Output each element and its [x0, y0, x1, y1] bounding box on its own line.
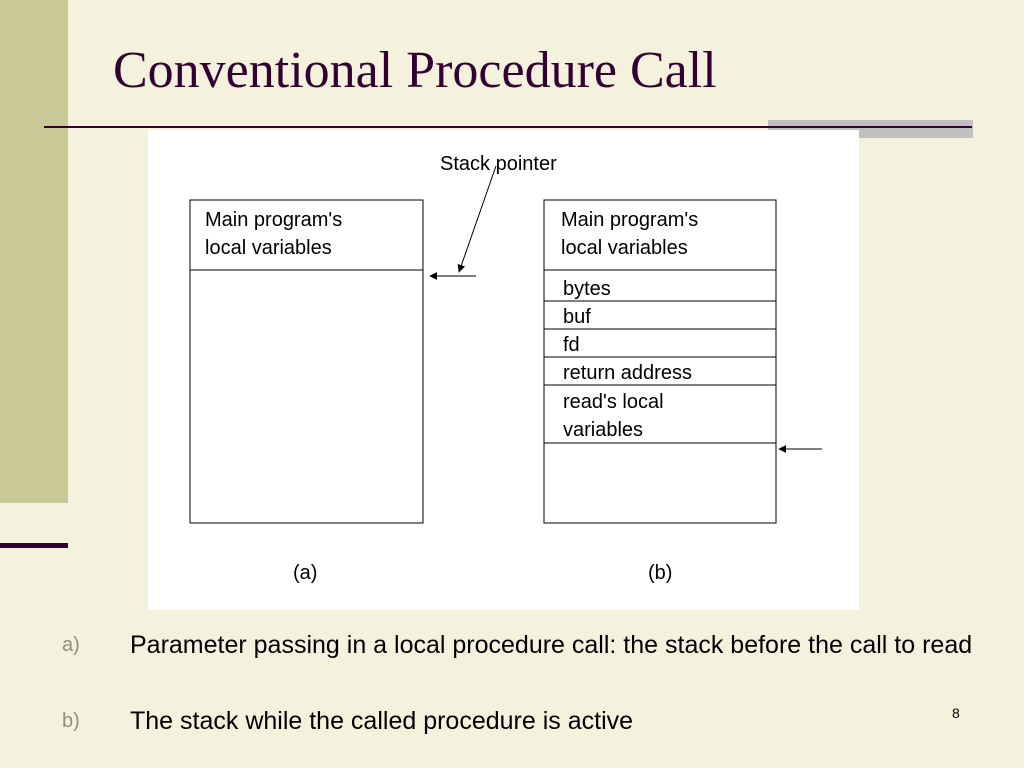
stack-a-box — [189, 199, 424, 524]
stack-a-header-line1: Main program's — [205, 209, 342, 231]
stack-b-header-line2: local variables — [561, 237, 688, 259]
caption-text-b: The stack while the called procedure is … — [130, 707, 634, 735]
stack-b-box — [543, 199, 777, 524]
stack-b-header-line1: Main program's — [561, 209, 698, 231]
pointer-diagonal-arrow — [457, 165, 497, 273]
stack-b-frame-fd: fd — [563, 334, 580, 356]
stack-b-frame-local-line2: variables — [563, 419, 643, 441]
stack-diagram: Stack pointer Main program's local varia… — [148, 130, 859, 610]
caption-label-b: b) — [62, 710, 80, 732]
left-decor-band — [0, 0, 68, 503]
caption-text-a: Parameter passing in a local procedure c… — [130, 631, 973, 659]
slide-title: Conventional Procedure Call — [113, 42, 717, 99]
stack-a-header-line2: local variables — [205, 237, 332, 259]
stack-diagram-svg: Stack pointer Main program's local varia… — [189, 153, 822, 584]
stack-b-frame-return-address: return address — [563, 362, 692, 384]
stack-a-caption: (a) — [293, 562, 317, 584]
page-number: 8 — [952, 705, 960, 721]
stack-b-frame-buf: buf — [563, 306, 591, 328]
stack-pointer-label: Stack pointer — [440, 153, 557, 175]
caption-label-a: a) — [62, 634, 80, 656]
stack-b-frame-local-line1: read's local — [563, 391, 664, 413]
left-accent-bar — [0, 543, 68, 548]
stack-b-caption: (b) — [648, 562, 672, 584]
stack-b-frame-bytes: bytes — [563, 278, 611, 300]
title-rule — [44, 126, 972, 128]
